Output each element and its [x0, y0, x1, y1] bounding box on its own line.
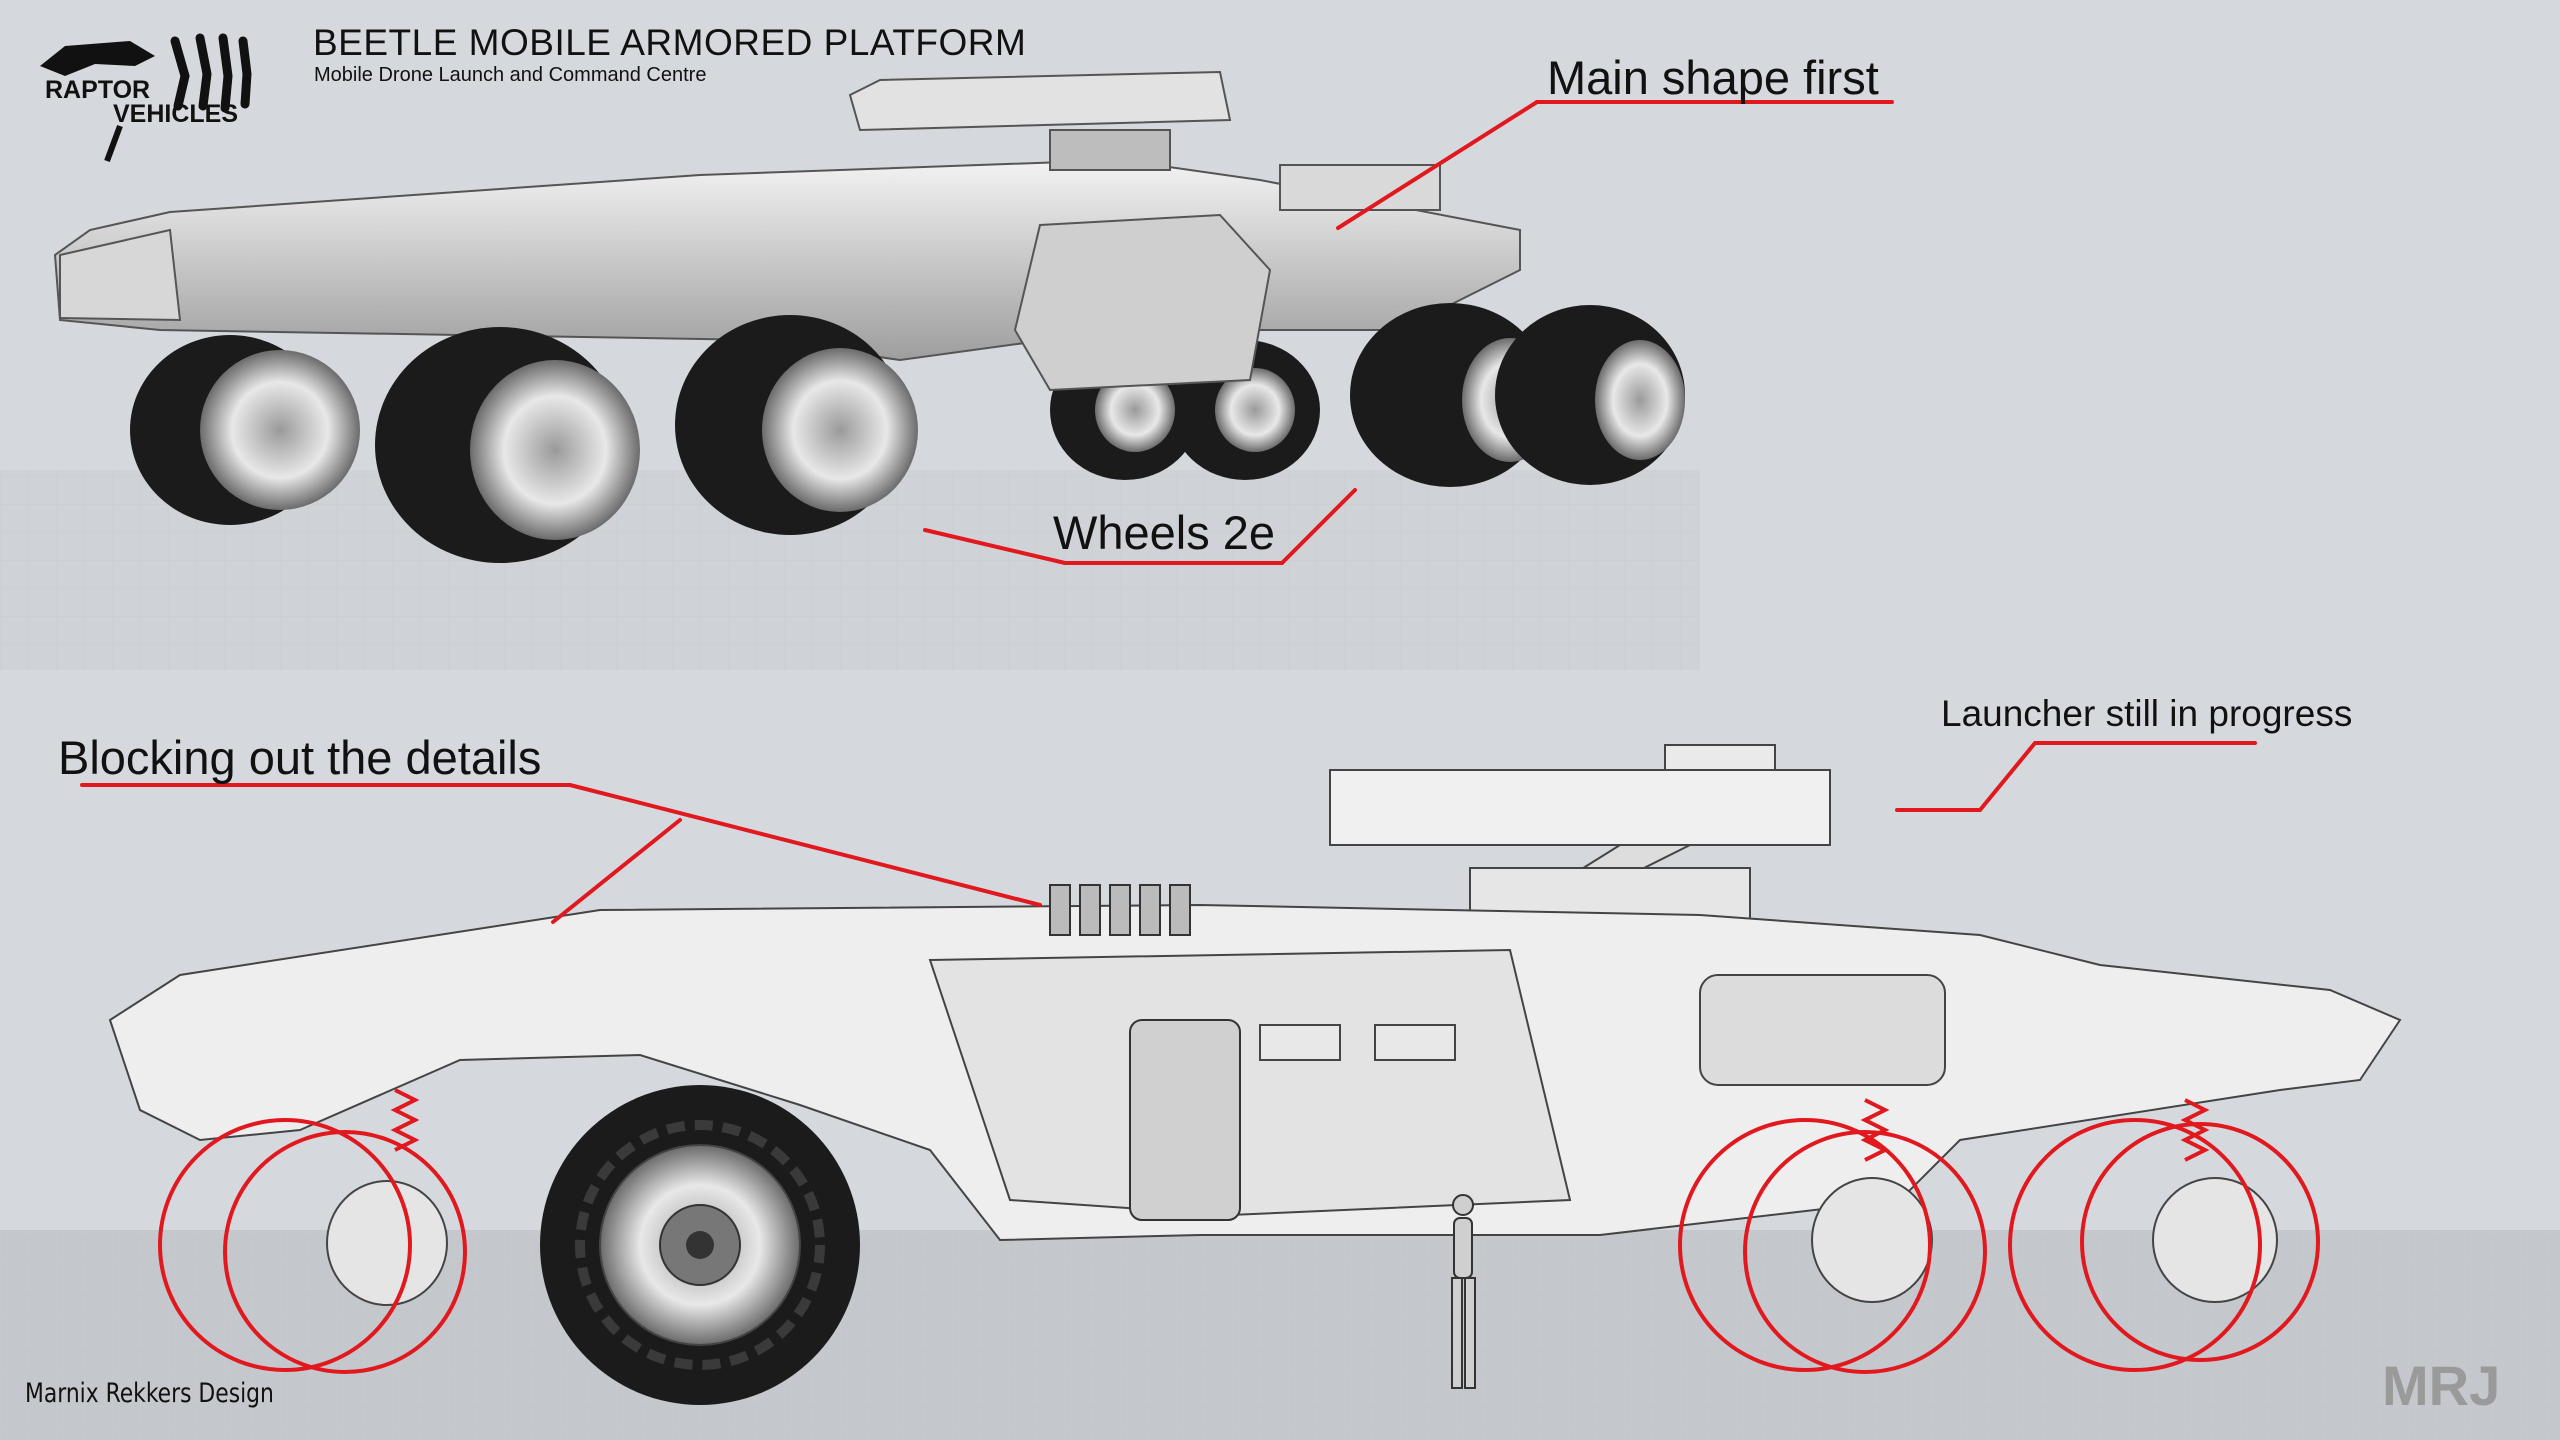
annotation-blocking: Blocking out the details [58, 731, 542, 784]
launcher-leader [1895, 741, 2257, 812]
page-subtitle: Mobile Drone Launch and Command Centre [314, 64, 707, 86]
top-vehicle-body [53, 70, 1521, 392]
exhaust-stacks [1049, 884, 1191, 936]
raptor-skull-claw-icon [40, 33, 252, 163]
designer-credit: Marnix Rekkers Design [25, 1378, 274, 1409]
mrj-brand-text: MRJ [2382, 1354, 2500, 1413]
detailed-tire [540, 1085, 860, 1405]
mrj-brand-mark: MRJ [2382, 1354, 2500, 1413]
blocking-leader-exhaust [568, 783, 1042, 907]
wheels-leader-left [923, 528, 1067, 565]
placeholder-wheels [326, 1177, 2278, 1306]
annotation-wheels: Wheels 2e [1053, 506, 1276, 559]
bottom-vehicle-body [108, 744, 2402, 1242]
page-title: BEETLE MOBILE ARMORED PLATFORM [313, 22, 1027, 63]
logo-line-vehicles: VEHICLES [113, 100, 239, 128]
main-shape-leader [1336, 100, 1539, 230]
annotation-main-shape: Main shape first [1547, 51, 1879, 104]
raptor-vehicles-logo: RAPTOR VEHICLES [35, 26, 265, 166]
logo-line-raptor: RAPTOR [45, 76, 151, 104]
wheel-size-circles [158, 1118, 2320, 1374]
human-scale-figure [1451, 1194, 1476, 1389]
blocking-leader-hatch [551, 818, 682, 924]
annotation-launcher: Launcher still in progress [1941, 693, 2353, 734]
top-wheels-near [130, 303, 1685, 563]
wheels-leader-right [1280, 488, 1357, 565]
